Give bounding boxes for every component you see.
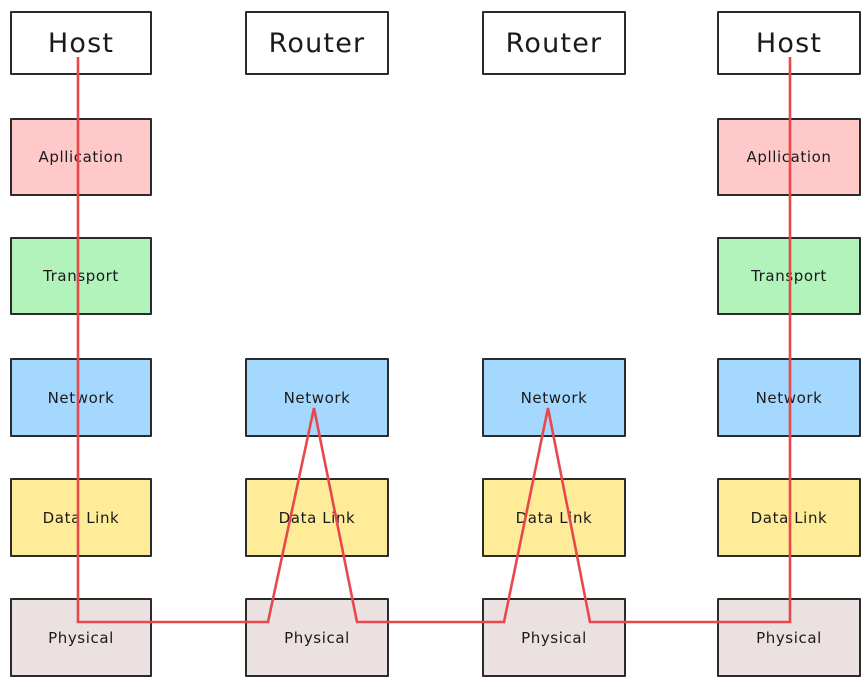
layer-label: Physical [48,628,114,647]
layer-box-router-two-network[interactable]: Network [482,358,626,437]
layer-box-host-left-transport[interactable]: Transport [10,237,152,315]
node-title: Host [47,27,115,59]
layer-label: Physical [521,628,587,647]
layer-box-host-right-transport[interactable]: Transport [717,237,861,315]
layer-box-host-right-physical[interactable]: Physical [717,598,861,677]
layer-box-router-two-data-link[interactable]: Data Link [482,478,626,557]
layer-label: Data Link [278,508,356,527]
node-box-host-right[interactable]: Host [717,11,861,75]
node-box-host-left[interactable]: Host [10,11,152,75]
node-title: Router [505,27,603,59]
node-box-router-one[interactable]: Router [245,11,389,75]
layer-label: Network [755,388,823,407]
layer-box-host-left-network[interactable]: Network [10,358,152,437]
layer-label: Physical [756,628,822,647]
layer-label: Apllication [746,148,832,166]
layer-box-host-left-physical[interactable]: Physical [10,598,152,677]
layer-box-router-two-physical[interactable]: Physical [482,598,626,677]
data-flow-path [76,57,792,624]
layer-box-router-one-network[interactable]: Network [245,358,389,437]
layer-box-host-left-data-link[interactable]: Data Link [10,478,152,557]
layer-box-host-right-data-link[interactable]: Data Link [717,478,861,557]
layer-box-host-right-network[interactable]: Network [717,358,861,437]
layer-label: Physical [284,628,350,647]
node-title: Host [755,27,823,59]
layer-box-host-left-application[interactable]: Apllication [10,118,152,196]
layer-label: Network [283,388,351,407]
layer-box-router-one-physical[interactable]: Physical [245,598,389,677]
node-box-router-two[interactable]: Router [482,11,626,75]
layer-box-router-one-data-link[interactable]: Data Link [245,478,389,557]
layer-label: Apllication [38,148,124,166]
layer-label: Data Link [42,508,120,527]
layer-label: Network [47,388,115,407]
layer-label: Transport [751,267,827,285]
layer-label: Transport [43,267,119,285]
layer-box-host-right-application[interactable]: Apllication [717,118,861,196]
node-title: Router [268,27,366,59]
layer-label: Data Link [515,508,593,527]
layer-label: Data Link [750,508,828,527]
layer-label: Network [520,388,588,407]
